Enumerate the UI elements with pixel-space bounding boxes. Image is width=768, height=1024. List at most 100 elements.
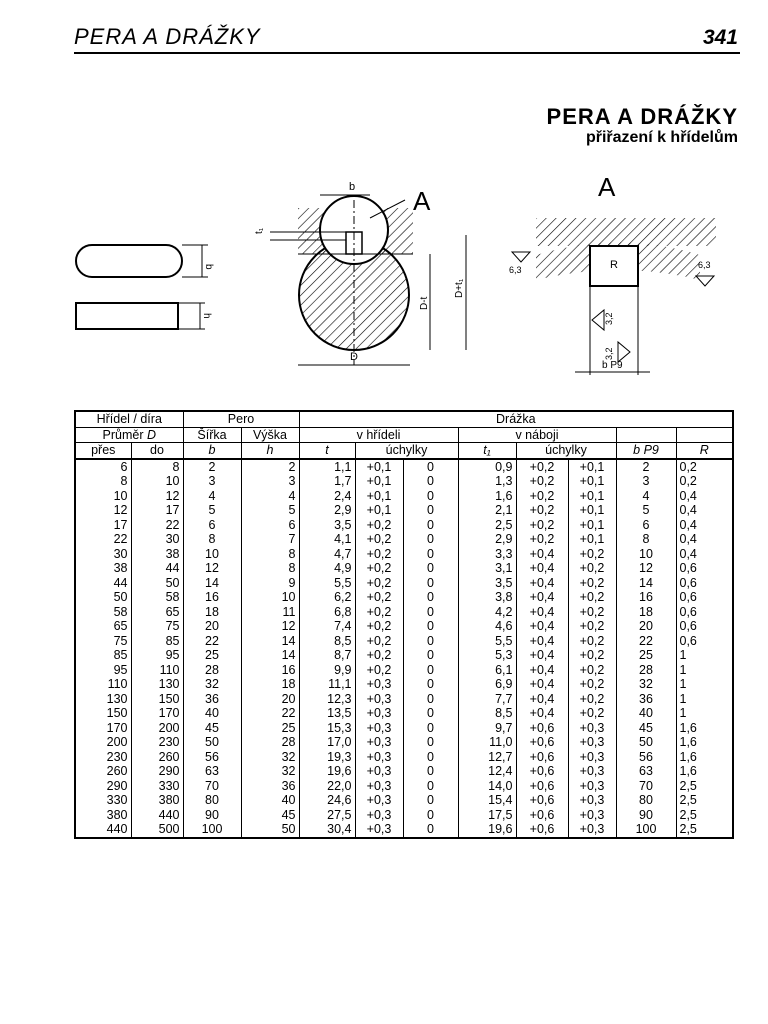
table-cell: 110 [130, 662, 184, 677]
table-cell: 50 [130, 575, 184, 590]
table-cell: +0,4 [515, 604, 569, 619]
table-cell: 0 [402, 764, 459, 779]
table-cell: 40 [240, 793, 300, 808]
label-detail-a: A [598, 172, 616, 202]
shaft-hub-section: b A t₁ D D-t D+t₁ [254, 181, 467, 366]
table-cell: +0,3 [354, 706, 404, 721]
table-cell: 2 [615, 458, 677, 474]
table-cell: 3 [615, 474, 677, 489]
table-cell: 80 [182, 793, 242, 808]
table-cell: +0,1 [567, 532, 617, 547]
key-top-view: b [75, 244, 214, 278]
table-cell: 12,4 [457, 764, 517, 779]
table-cell: 0 [402, 604, 459, 619]
table-cell: 12 [130, 488, 184, 503]
table-cell: +0,2 [567, 561, 617, 576]
table-cell: 0 [402, 488, 459, 503]
table-cell: 16 [240, 662, 300, 677]
table-cell: 14 [240, 633, 300, 648]
label-t1: t₁ [254, 227, 265, 234]
table-cell: 56 [615, 749, 677, 764]
table-cell: 6 [182, 517, 242, 532]
table-cell: 200 [74, 735, 132, 750]
table-cell: 2,5 [675, 778, 734, 793]
table-cell: 38 [74, 561, 132, 576]
table-cell: 0 [402, 458, 459, 474]
table-cell: 32 [615, 677, 677, 692]
table-cell: 63 [182, 764, 242, 779]
table-cell: 1,6 [457, 488, 517, 503]
table-cell: 5 [240, 503, 300, 518]
table-cell: 56 [182, 749, 242, 764]
group-shaft: Hřídel / díra [74, 410, 184, 428]
group-key: Pero [182, 410, 300, 428]
table-cell: 16 [615, 590, 677, 605]
table-cell: 260 [130, 749, 184, 764]
table-cell: +0,2 [567, 691, 617, 706]
table-cell: 10 [74, 488, 132, 503]
table-cell: 0 [402, 706, 459, 721]
table-cell: 65 [130, 604, 184, 619]
table-cell: 45 [182, 720, 242, 735]
table-cell: 38 [130, 546, 184, 561]
table-cell: 0 [402, 648, 459, 663]
col-R: R [675, 442, 734, 460]
table-cell: 45 [240, 807, 300, 822]
table-cell: 5 [182, 503, 242, 518]
table-cell: +0,3 [354, 720, 404, 735]
table-cell: 4 [615, 488, 677, 503]
table-cell: 12,7 [457, 749, 517, 764]
table-cell: 440 [130, 807, 184, 822]
table-cell: 44 [74, 575, 132, 590]
sub-in-shaft: v hřídeli [298, 426, 459, 443]
key-groove-table: Hřídel / díra Pero Drážka Průměr D Šířka… [74, 410, 735, 839]
table-cell: 17,5 [457, 807, 517, 822]
table-cell: 7,7 [457, 691, 517, 706]
table-cell: +0,3 [567, 778, 617, 793]
table-cell: +0,2 [515, 517, 569, 532]
table-cell: 20 [182, 619, 242, 634]
table-cell: 170 [130, 706, 184, 721]
table-cell: +0,3 [354, 778, 404, 793]
table-cell: 0,6 [675, 619, 734, 634]
table-cell: +0,4 [515, 633, 569, 648]
table-cell: 2,5 [675, 807, 734, 822]
table-cell: 6 [74, 458, 132, 474]
table-cell: 0,6 [675, 590, 734, 605]
sub-diameter: Průměr D [74, 426, 184, 443]
table-cell: 4,7 [298, 546, 356, 561]
label-b-key: b [203, 264, 214, 270]
table-cell: 2 [182, 458, 242, 474]
table-cell: 11,1 [298, 677, 356, 692]
table-cell: 260 [74, 764, 132, 779]
table-cell: 0 [402, 546, 459, 561]
table-cell: +0,6 [515, 793, 569, 808]
table-cell: 0 [402, 662, 459, 677]
table-cell: +0,1 [354, 503, 404, 518]
detail-a: A R 6,3 6,3 3,2 3,2 b P9 [509, 172, 716, 375]
table-cell: 12 [240, 619, 300, 634]
table-cell: 3,3 [457, 546, 517, 561]
table-cell: 70 [615, 778, 677, 793]
sub-height: Výška [240, 426, 300, 443]
table-cell: +0,2 [567, 590, 617, 605]
table-cell: 0 [402, 793, 459, 808]
table-cell: 12 [74, 503, 132, 518]
table-cell: +0,6 [515, 764, 569, 779]
col-h: h [240, 442, 300, 460]
table-cell: 8 [182, 532, 242, 547]
table-cell: 150 [74, 706, 132, 721]
table-cell: 0,9 [457, 458, 517, 474]
table-cell: +0,6 [515, 822, 569, 839]
table-cell: 6,9 [457, 677, 517, 692]
table-cell: 75 [74, 633, 132, 648]
table-cell: +0,2 [567, 604, 617, 619]
table-cell: 1,6 [675, 749, 734, 764]
roughness-32-a: 3,2 [604, 312, 614, 325]
